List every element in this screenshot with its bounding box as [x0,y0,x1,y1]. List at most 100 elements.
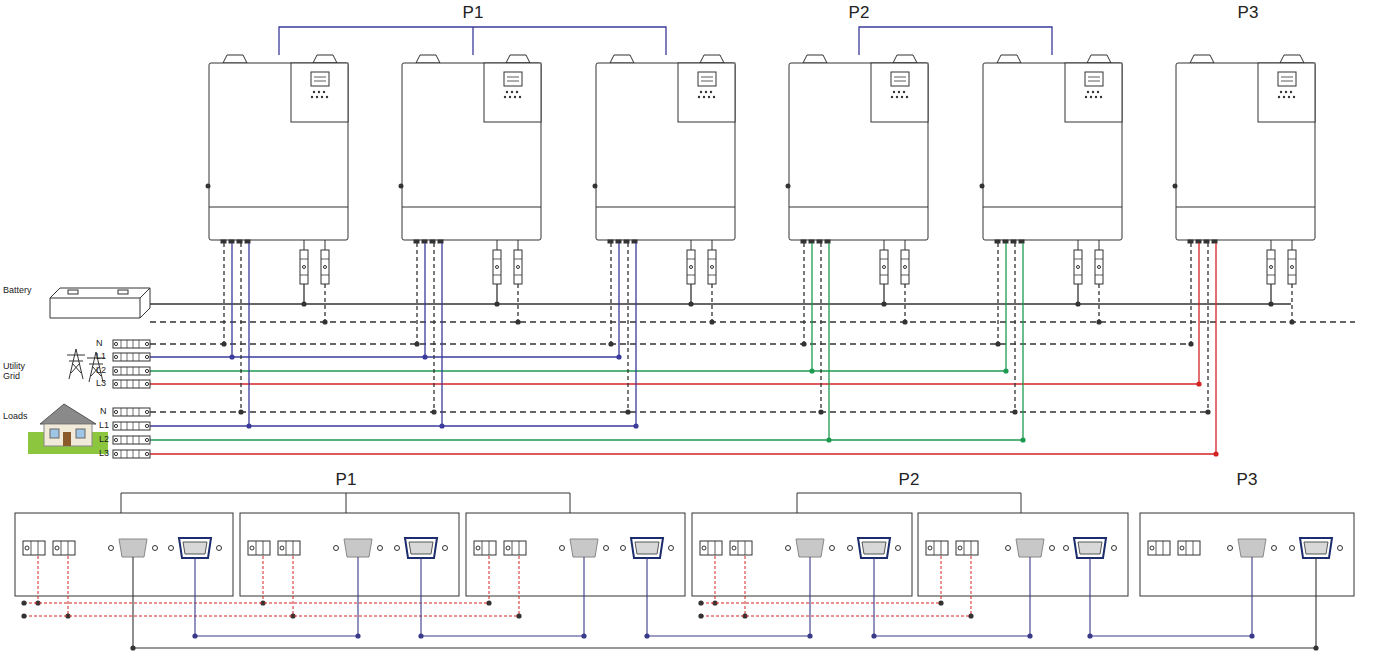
terminal-block [53,541,75,555]
wire [1292,240,1293,250]
screw [145,355,148,358]
button-dot [898,91,900,93]
terminal [825,240,830,243]
junction-dot [515,319,520,324]
wire [627,243,628,412]
wire [421,557,584,636]
wire [209,207,348,208]
wire [321,259,329,260]
wire [150,303,1291,305]
wire [121,450,122,458]
wire [1074,275,1082,276]
connector-screw [153,546,158,551]
db15-connector [405,538,437,558]
battery-post [118,290,128,294]
wire [1288,259,1296,260]
terminal-block [113,450,150,458]
wire [300,275,308,276]
connector-screw [1064,546,1069,551]
terminal-block [113,408,150,416]
grid-label: Utility Grid [3,362,41,382]
terminal-block [1148,541,1170,555]
button-dot [1285,91,1287,93]
group-label: P2 [849,4,870,23]
mounting-tab [506,55,530,63]
wire [121,408,122,416]
button-dot [504,96,506,98]
screw [114,424,117,427]
line-name: L3 [99,449,109,459]
wire [596,207,735,208]
db15-inner [1078,542,1102,554]
connector-screw [621,546,626,551]
wire [121,422,122,430]
wire [514,275,522,276]
connector-screw [786,546,791,551]
terminal [1019,240,1024,243]
wire [1176,207,1315,208]
lawn [28,432,108,454]
wire [1095,275,1103,276]
connector-screw [896,546,901,551]
wire [1207,243,1208,412]
junction-dot [698,613,703,618]
connector-screw [1290,546,1295,551]
fuse [901,250,909,284]
wire [150,439,1022,440]
wire [139,353,140,361]
button-dot [901,96,903,98]
wire [304,240,305,250]
inverter-body [596,63,735,240]
junction-dot [246,423,251,428]
connector-screw [1112,546,1117,551]
screw [114,355,117,358]
wire [150,356,619,357]
wire [150,343,1191,344]
terminal-block [248,541,270,555]
button-dot [516,91,518,93]
junction-dot [608,341,613,346]
junction-dot [238,409,243,414]
group-label: P3 [1237,471,1258,490]
button-dot [1092,91,1094,93]
junction-dot [1075,301,1080,306]
wire [811,243,812,371]
terminal [1003,240,1008,243]
wire [24,616,519,617]
wire [139,436,140,444]
fuse-mark [517,266,520,269]
junction-dot [633,423,638,428]
wire [701,77,713,78]
terminal-block [700,541,722,555]
connector-screw [443,546,448,551]
wire [1186,541,1187,555]
button-dot [1087,91,1089,93]
connector-screw [109,546,114,551]
button-dot [710,91,712,93]
terminal-block [23,541,45,555]
wire [711,284,712,322]
connector-screw [604,546,609,551]
screw [958,546,962,550]
mounting-tab [1280,55,1304,63]
connector-screw [217,546,222,551]
junction-dot [826,437,831,442]
connector-screw [395,546,400,551]
button-dot [1293,96,1295,98]
button-dot [703,96,705,98]
junction-dot [902,319,907,324]
screw [114,342,117,345]
display-panel [1065,63,1122,122]
wire [1088,81,1100,82]
wire [1270,284,1271,304]
wire [150,453,1215,454]
wire [121,436,122,444]
side-knob [786,184,791,189]
terminal [414,240,419,243]
wire [68,556,69,616]
wire [964,541,965,555]
wire [139,450,140,458]
db15-inner [183,542,207,554]
